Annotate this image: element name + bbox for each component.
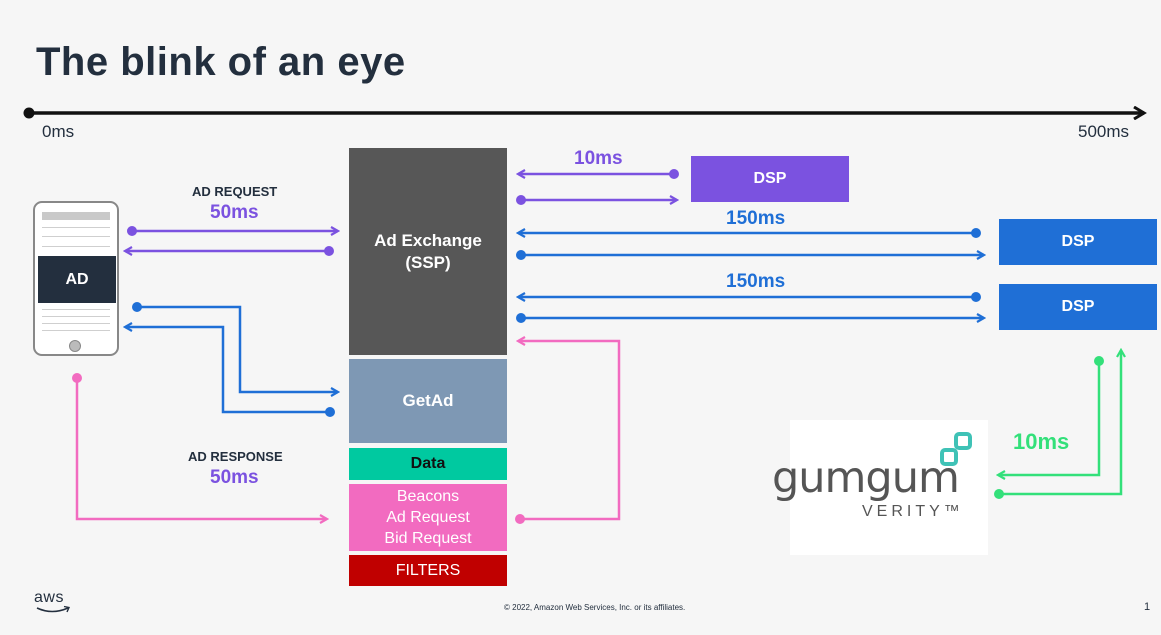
copyright-text: © 2022, Amazon Web Services, Inc. or its… xyxy=(504,603,686,612)
verity-latency: 10ms xyxy=(1013,429,1070,454)
dsp1-box: DSP xyxy=(691,156,849,202)
home-button-icon xyxy=(69,340,81,352)
ad-exchange-title: Ad Exchange xyxy=(374,230,482,250)
slide-title: The blink of an eye xyxy=(36,40,406,84)
dsp2-label: DSP xyxy=(1061,233,1095,250)
data-label: Data xyxy=(410,455,446,472)
gumgum-verity-logo: gumgum VERITY™ xyxy=(772,420,988,555)
dsp1-label: DSP xyxy=(753,170,787,187)
data-box: Data xyxy=(349,448,507,480)
getad-box: GetAd xyxy=(349,359,507,443)
dsp2-arrows xyxy=(516,228,984,260)
dsp3-label: DSP xyxy=(1061,298,1095,315)
getad-label: GetAd xyxy=(402,391,454,410)
beacons-box: Beacons Ad Request Bid Request xyxy=(349,484,507,551)
ad-exchange-box: Ad Exchange (SSP) xyxy=(349,148,507,355)
dsp3-arrows xyxy=(516,292,984,323)
filters-box: FILTERS xyxy=(349,555,507,586)
beacons-ad-request-label: Ad Request xyxy=(386,509,470,526)
ad-response-latency: 50ms xyxy=(210,467,259,488)
timeline-axis xyxy=(23,108,1145,119)
ad-request-arrows xyxy=(125,226,338,256)
verity-product: VERITY™ xyxy=(862,503,964,520)
gumgum-mark-icon xyxy=(940,432,972,466)
getad-arrows xyxy=(125,302,338,417)
beacons-bid-request-label: Bid Request xyxy=(384,530,472,547)
dsp3-latency: 150ms xyxy=(726,271,786,292)
filters-label: FILTERS xyxy=(395,561,461,579)
ad-response-label: AD RESPONSE xyxy=(188,449,283,464)
timeline-start-label: 0ms xyxy=(42,122,75,141)
dsp1-latency: 10ms xyxy=(574,148,623,169)
dsp2-box: DSP xyxy=(999,219,1157,265)
gumgum-brand: gumgum xyxy=(772,453,960,503)
dsp1-arrows xyxy=(516,169,679,205)
page-number: 1 xyxy=(1144,601,1151,613)
ad-slot-label: AD xyxy=(65,270,89,288)
dsp2-latency: 150ms xyxy=(726,208,786,229)
aws-logo: aws xyxy=(34,590,74,618)
ad-request-latency: 50ms xyxy=(210,202,259,223)
beacon-arrows xyxy=(72,341,621,524)
beacons-label: Beacons xyxy=(396,488,460,505)
ad-request-label: AD REQUEST xyxy=(192,184,278,199)
timeline-end-label: 500ms xyxy=(1078,122,1130,141)
verity-arrows xyxy=(994,350,1121,499)
mobile-phone-icon: AD xyxy=(33,201,119,356)
ad-exchange-subtitle: (SSP) xyxy=(405,252,451,272)
dsp3-box: DSP xyxy=(999,284,1157,330)
ad-slot: AD xyxy=(38,256,116,303)
